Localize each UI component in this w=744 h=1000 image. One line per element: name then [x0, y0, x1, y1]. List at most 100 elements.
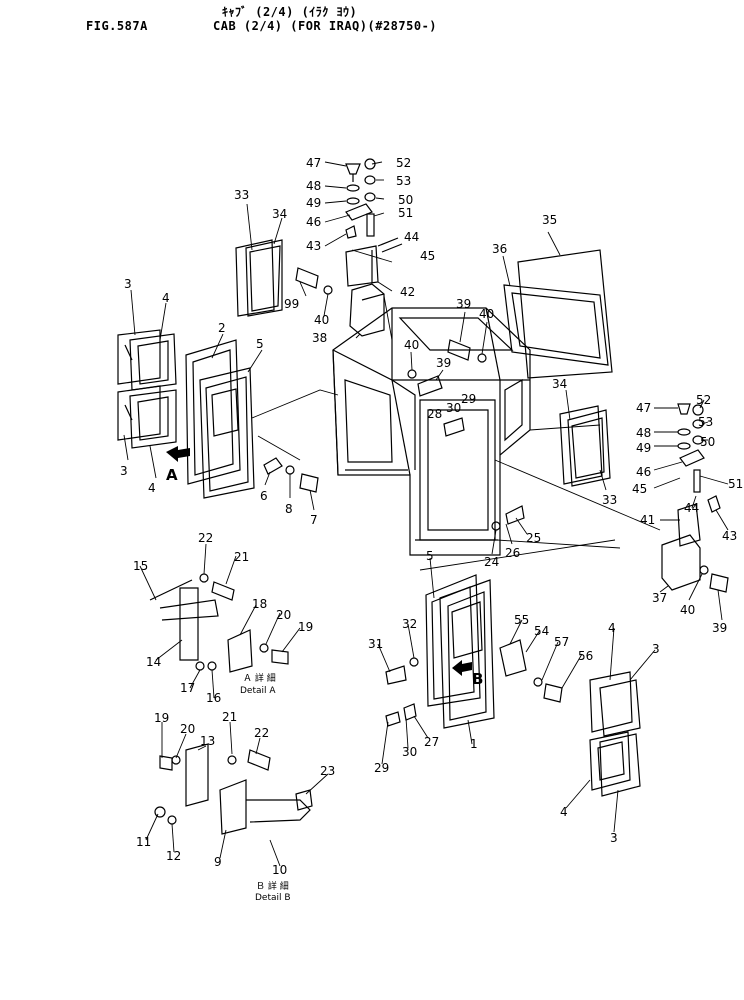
- view-arrow-b: [452, 660, 472, 676]
- part-label: 3: [120, 464, 128, 478]
- part-label: 28: [427, 407, 442, 421]
- part-label: 13: [200, 734, 215, 748]
- part-label: 52: [696, 393, 711, 407]
- part-label: 55: [514, 613, 529, 627]
- part-label: 4: [560, 805, 568, 819]
- part-label: 20: [276, 608, 291, 622]
- part-label: 46: [636, 465, 651, 479]
- part-label: 33: [234, 188, 249, 202]
- part-label: 21: [234, 550, 249, 564]
- part-label: 99: [284, 297, 299, 311]
- part-label: 3: [610, 831, 618, 845]
- part-label: 1: [470, 737, 478, 751]
- part-label: 46: [306, 215, 321, 229]
- view-letter-a: A: [166, 466, 178, 484]
- part-label: 12: [166, 849, 181, 863]
- part-label: 35: [542, 213, 557, 227]
- subtitle-katakana: ｷｬﾌﾞ (2/4) (ｲﾗｸ ﾖｳ): [222, 5, 358, 19]
- part-label: 39: [436, 356, 451, 370]
- part-label: 40: [680, 603, 695, 617]
- part-label: 51: [728, 477, 743, 491]
- part-label: 3: [124, 277, 132, 291]
- part-label: 29: [461, 392, 476, 406]
- part-label: 39: [456, 297, 471, 311]
- part-label: 14: [146, 655, 161, 669]
- part-label: 50: [398, 193, 413, 207]
- part-label: 39: [712, 621, 727, 635]
- misc-hardware: [407, 339, 525, 531]
- part-label: 49: [636, 441, 651, 455]
- figure-title: CAB (2/4) (FOR IRAQ)(#28750-): [213, 19, 438, 33]
- part-label: 29: [374, 761, 389, 775]
- part-label: 18: [252, 597, 267, 611]
- detail-b-lock: [154, 743, 313, 835]
- part-label: 30: [446, 401, 461, 415]
- part-label: 44: [404, 230, 419, 244]
- part-label: 43: [306, 239, 321, 253]
- part-label: 53: [698, 415, 713, 429]
- part-label: 31: [368, 637, 383, 651]
- part-label: 16: [206, 691, 221, 705]
- part-label: 5: [426, 549, 434, 563]
- part-label: 4: [608, 621, 616, 635]
- part-label: 49: [306, 196, 321, 210]
- part-label: 2: [218, 321, 226, 335]
- part-label: 19: [154, 711, 169, 725]
- part-label: 50: [700, 435, 715, 449]
- part-label: 45: [420, 249, 435, 263]
- left-window-set: [117, 329, 177, 449]
- part-label: 8: [285, 502, 293, 516]
- part-label: 34: [272, 207, 287, 221]
- view-letter-b: B: [472, 670, 483, 688]
- part-label: 22: [198, 531, 213, 545]
- cab-frame: [332, 307, 531, 556]
- part-label: 25: [526, 531, 541, 545]
- view-arrow-a: [166, 446, 190, 462]
- part-label: 56: [578, 649, 593, 663]
- part-label: 5: [256, 337, 264, 351]
- part-label: 4: [162, 291, 170, 305]
- part-label: 51: [398, 206, 413, 220]
- part-label: 36: [492, 242, 507, 256]
- part-label: 41: [640, 513, 655, 527]
- part-label: 7: [310, 513, 318, 527]
- part-label: 3: [652, 642, 660, 656]
- part-label: 24: [484, 555, 499, 569]
- part-label: 30: [402, 745, 417, 759]
- part-label: 44: [684, 501, 699, 515]
- part-label: 57: [554, 635, 569, 649]
- detail-a-kanji: Ａ 詳 細: [243, 672, 276, 684]
- part-number-labels: 47 52 48 53 49 50 46 51 43 44 45 42 99 4…: [120, 156, 743, 877]
- part-label: 33: [602, 493, 617, 507]
- part-label: 45: [632, 482, 647, 496]
- part-label: 21: [222, 710, 237, 724]
- right-door: [385, 574, 563, 729]
- part-label: 40: [314, 313, 329, 327]
- part-label: 19: [298, 620, 313, 634]
- part-label: 37: [652, 591, 667, 605]
- right-lower-window-set: [589, 671, 641, 797]
- part-label: 54: [534, 624, 549, 638]
- part-label: 40: [404, 338, 419, 352]
- part-label: 38: [312, 331, 327, 345]
- part-label: 34: [552, 377, 567, 391]
- detail-b-kanji: Ｂ 詳 細: [256, 880, 289, 892]
- detail-a-label: Detail A: [240, 686, 276, 696]
- detail-b-label: Detail B: [255, 893, 291, 903]
- part-label: 47: [636, 401, 651, 415]
- part-label: 53: [396, 174, 411, 188]
- part-label: 42: [400, 285, 415, 299]
- right-rear-window: [559, 405, 611, 487]
- right-side-window: [503, 249, 613, 379]
- part-label: 6: [260, 489, 268, 503]
- part-label: 48: [306, 179, 321, 193]
- part-label: 48: [636, 426, 651, 440]
- part-label: 43: [722, 529, 737, 543]
- part-label: 47: [306, 156, 321, 170]
- part-label: 4: [148, 481, 156, 495]
- part-label: 27: [424, 735, 439, 749]
- rear-window-glass: [235, 239, 283, 317]
- left-door: [185, 339, 319, 499]
- figure-number: FIG.587A: [86, 19, 148, 33]
